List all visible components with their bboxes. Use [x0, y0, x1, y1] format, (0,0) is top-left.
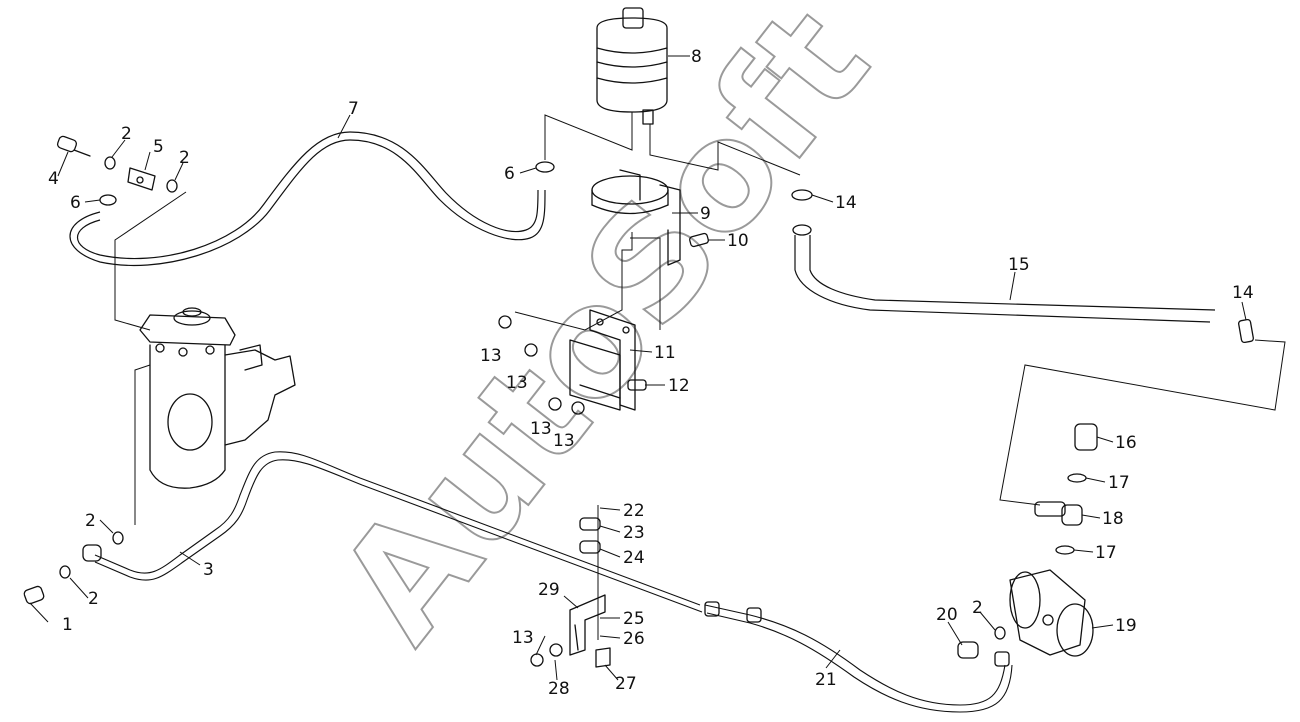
reservoir-routing-lines [544, 112, 801, 176]
callout-5: 5 [153, 137, 164, 157]
callout-26: 26 [623, 629, 645, 649]
callout-1: 1 [62, 615, 73, 635]
leader-lines [29, 55, 1247, 681]
callout-27: 27 [615, 674, 637, 694]
callout-28: 28 [548, 679, 570, 699]
fitting-5 [127, 167, 156, 191]
callout-18: 18 [1102, 509, 1124, 529]
callout-17: 17 [1095, 543, 1117, 563]
callout-11: 11 [654, 343, 676, 363]
callout-14: 14 [1232, 283, 1254, 303]
callout-23: 23 [623, 523, 645, 543]
callout-19: 19 [1115, 616, 1137, 636]
callout-labels: 1 2 2 3 4 2 5 2 6 7 6 8 9 10 14 15 14 13… [48, 47, 1254, 699]
fitting-18 [1034, 501, 1083, 526]
callout-25: 25 [623, 609, 645, 629]
nut-washer-13-28 [530, 643, 563, 667]
callout-14: 14 [835, 193, 857, 213]
fittings-1-2-bottom-left [23, 531, 124, 605]
callout-24: 24 [623, 548, 645, 568]
callout-13: 13 [530, 419, 552, 439]
callout-21: 21 [815, 670, 837, 690]
washers-2-top [104, 156, 178, 193]
clip-hardware-22-27 [579, 505, 611, 668]
callout-20: 20 [936, 605, 958, 625]
callout-22: 22 [623, 501, 645, 521]
fitting-20-2 [957, 626, 1006, 659]
callout-15: 15 [1008, 255, 1030, 275]
hose-21 [704, 601, 1013, 713]
callout-2: 2 [88, 589, 99, 609]
callout-2: 2 [121, 124, 132, 144]
callout-6: 6 [504, 164, 515, 184]
callout-12: 12 [668, 376, 690, 396]
callout-29: 29 [538, 580, 560, 600]
callout-10: 10 [727, 231, 749, 251]
hose-15 [791, 189, 1216, 323]
nuts-13 [498, 315, 585, 415]
callout-2: 2 [972, 598, 983, 618]
pipe-3 [94, 451, 703, 613]
callout-17: 17 [1108, 473, 1130, 493]
bracket-9 [591, 169, 681, 266]
callout-13: 13 [506, 373, 528, 393]
clamp-6-left [99, 194, 117, 206]
bracket-29 [569, 594, 606, 656]
callout-13: 13 [480, 346, 502, 366]
washer-17-top [1067, 473, 1087, 483]
callout-3: 3 [203, 560, 214, 580]
watermark-text: AutoSoft [306, 0, 902, 672]
callout-13: 13 [553, 431, 575, 451]
callout-2: 2 [179, 148, 190, 168]
gear-pressure-line [134, 364, 151, 525]
callout-13: 13 [512, 628, 534, 648]
gear-inlet-line [114, 191, 187, 331]
reservoir-8 [596, 7, 668, 125]
clamp-14-right [1238, 318, 1254, 344]
washer-17-bottom [1055, 545, 1075, 555]
bracket-11 [569, 309, 636, 411]
bolt-10 [689, 232, 709, 248]
callout-4: 4 [48, 169, 59, 189]
steering-gear [139, 307, 296, 489]
callout-8: 8 [691, 47, 702, 67]
callout-16: 16 [1115, 433, 1137, 453]
clamp-6-mid [535, 161, 555, 173]
bracket-routing-lines [514, 232, 661, 331]
callout-6: 6 [70, 193, 81, 213]
pump-19 [1009, 569, 1094, 657]
fitting-banjo-4 [56, 135, 91, 157]
callout-2: 2 [85, 511, 96, 531]
hose-7 [69, 131, 546, 266]
callout-7: 7 [348, 99, 359, 119]
return-routing-line [999, 339, 1286, 506]
fitting-16 [1074, 423, 1098, 451]
callout-9: 9 [700, 204, 711, 224]
